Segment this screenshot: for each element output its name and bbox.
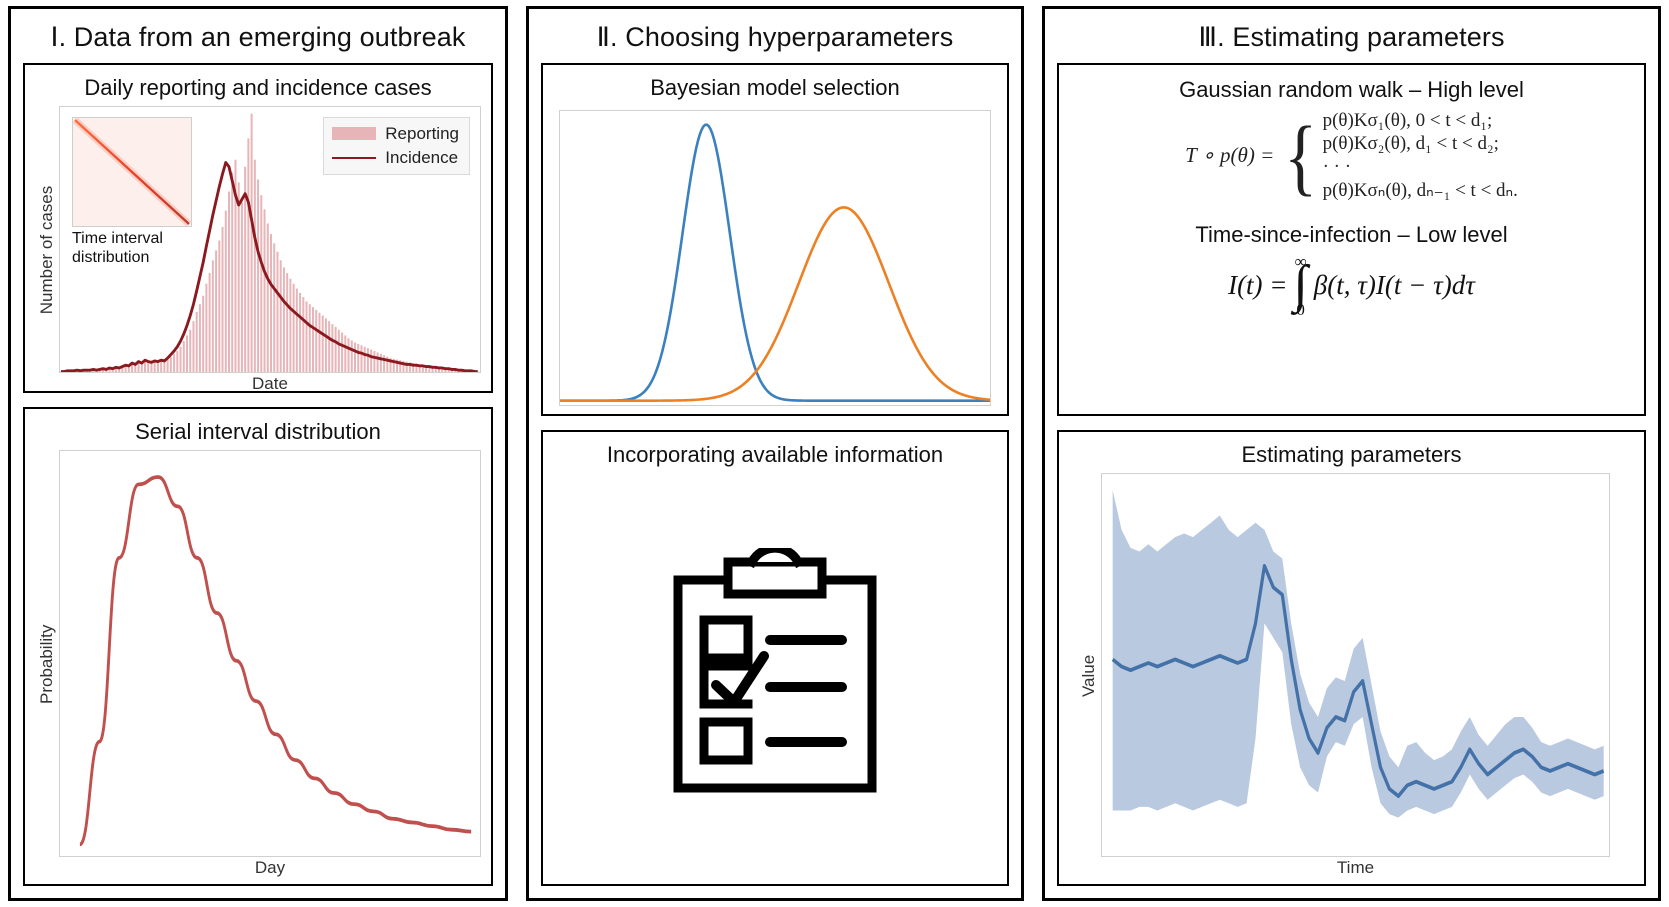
grw-heading: Gaussian random walk – High level — [1179, 76, 1524, 102]
panel-3-body: Gaussian random walk – High level T ∘ p(… — [1045, 62, 1658, 898]
grw-cases: p(θ)Kσ₁(θ), 0 < t < d₁; p(θ)Kσ₂(θ), d₁ <… — [1323, 110, 1518, 202]
serial-interval-svg — [79, 475, 472, 847]
integral-glyph: ∫ — [1293, 256, 1308, 314]
panel-3-title: Ⅲ. Estimating parameters — [1045, 9, 1658, 63]
integral-upper-limit: ∞ — [1294, 252, 1307, 272]
daily-cases-svg — [60, 113, 479, 373]
panel-2-title-text: . Choosing hyperparameters — [610, 22, 954, 52]
legend-label-reporting: Reporting — [385, 123, 459, 143]
daily-cases-plot-col: Time interval distribution Reporting — [59, 105, 481, 394]
tsi-equation: I(t) = ∞ ∫ 0 β(t, τ)I(t − τ)dτ — [1059, 251, 1644, 327]
time-interval-caption-line2: distribution — [72, 248, 150, 266]
serial-interval-plot-frame — [59, 449, 481, 857]
estimating-plot-wrap: Value Time — [1059, 471, 1644, 884]
panel-1-body: Daily reporting and incidence cases Numb… — [11, 62, 505, 898]
bayesian-plot-wrap — [543, 104, 1007, 422]
card-serial-interval-title: Serial interval distribution — [135, 418, 381, 444]
card-bayesian-title: Bayesian model selection — [650, 74, 900, 100]
serial-interval-curve — [79, 475, 472, 847]
panel-3-estimating-parameters: Ⅲ. Estimating parameters Gaussian random… — [1042, 6, 1661, 901]
legend-bar-swatch-icon — [332, 127, 377, 141]
bayesian-plot-frame — [559, 109, 991, 407]
reporting-bars — [60, 113, 479, 373]
tsi-equation-lhs: I(t) = — [1228, 270, 1288, 301]
estimating-plot-col: Time — [1101, 472, 1610, 878]
daily-cases-x-axis-label: Date — [252, 374, 288, 394]
panel-2-body: Bayesian model selection Incorporating a… — [529, 62, 1021, 898]
card-daily-cases-title: Daily reporting and incidence cases — [84, 74, 432, 100]
clipboard-checklist-icon — [673, 548, 877, 793]
card-incorporating-information: Incorporating available information — [541, 429, 1009, 886]
legend-line-swatch-icon — [332, 156, 377, 159]
median-estimate-line — [1111, 563, 1605, 798]
serial-interval-plot-wrap: Probability Day — [25, 448, 491, 884]
grw-equation-lhs: T ∘ p(θ) = — [1185, 143, 1275, 168]
time-interval-heatmap — [72, 116, 192, 227]
card-incorporating-title: Incorporating available information — [606, 441, 944, 467]
panel-2-choosing-hyperparameters: Ⅱ. Choosing hyperparameters Bayesian mod… — [526, 6, 1024, 901]
card-daily-cases: Daily reporting and incidence cases Numb… — [23, 62, 493, 393]
card-bayesian-model-selection: Bayesian model selection — [541, 62, 1009, 416]
grw-equation: T ∘ p(θ) = { p(θ)Kσ₁(θ), 0 < t < d₁; p(θ… — [1059, 106, 1644, 208]
card-estimating-parameters: Estimating parameters Value Time — [1057, 429, 1646, 886]
panel-1-title-text: . Data from an emerging outbreak — [58, 22, 466, 52]
estimating-plot-frame — [1101, 472, 1610, 857]
estimating-y-axis-label: Value — [1079, 654, 1098, 697]
time-interval-caption-line1: Time interval — [72, 229, 163, 247]
bayesian-svg — [560, 123, 990, 402]
daily-cases-plot-wrap: Number of cases — [25, 104, 491, 400]
legend-row-incidence: Incidence — [332, 148, 459, 168]
time-interval-caption: Time interval distribution — [72, 227, 190, 268]
panel-1-title: Ⅰ. Data from an emerging outbreak — [11, 9, 505, 63]
daily-cases-plot-frame: Time interval distribution Reporting — [59, 105, 481, 374]
integral-symbol-icon: ∞ ∫ 0 — [1292, 253, 1310, 317]
card-estimating-title: Estimating parameters — [1241, 441, 1462, 467]
time-interval-heatmap-svg — [73, 117, 191, 226]
panel-3-title-text: . Estimating parameters — [1217, 22, 1505, 52]
credible-interval-band — [1112, 490, 1604, 818]
daily-cases-legend: Reporting Incidence — [323, 116, 470, 175]
clipboard-wrap — [543, 471, 1007, 884]
panel-3-numeral: Ⅲ — [1198, 22, 1218, 52]
panel-1-numeral: Ⅰ — [50, 22, 59, 52]
panel-1-data-from-outbreak: Ⅰ. Data from an emerging outbreak Daily … — [8, 6, 508, 901]
estimating-x-axis-label: Time — [1336, 858, 1375, 877]
integral-lower-limit: 0 — [1296, 299, 1305, 319]
card-model-equations: Gaussian random walk – High level T ∘ p(… — [1057, 62, 1646, 416]
grw-case-ellipsis: · · · — [1322, 155, 1352, 177]
legend-label-incidence: Incidence — [385, 147, 459, 167]
legend-row-reporting: Reporting — [332, 124, 459, 144]
panel-2-numeral: Ⅱ — [596, 22, 611, 52]
estimating-svg — [1111, 490, 1605, 818]
serial-interval-plot-col: Day — [59, 449, 481, 878]
tsi-integrand: β(t, τ)I(t − τ)dτ — [1313, 270, 1475, 301]
tsi-heading: Time-since-infection – Low level — [1195, 221, 1508, 247]
card-serial-interval: Serial interval distribution Probability… — [23, 406, 493, 886]
panel-2-title: Ⅱ. Choosing hyperparameters — [529, 9, 1021, 63]
bayesian-plot-col — [559, 109, 991, 407]
grw-case-n: p(θ)Kσₙ(θ), dₙ₋₁ < t < dₙ. — [1322, 179, 1518, 201]
daily-cases-y-axis-label: Number of cases — [37, 185, 56, 315]
serial-interval-x-axis-label: Day — [254, 858, 286, 877]
model-1-density-curve — [560, 123, 990, 402]
model-2-density-curve — [560, 206, 990, 402]
grw-case-2: p(θ)Kσ₂(θ), d₁ < t < d₂; — [1322, 132, 1499, 154]
incidence-line — [61, 161, 478, 373]
grw-case-1: p(θ)Kσ₁(θ), 0 < t < d₁; — [1322, 109, 1493, 131]
time-interval-inset: Time interval distribution — [72, 116, 192, 268]
serial-interval-y-axis-label: Probability — [37, 624, 56, 704]
grw-left-brace-icon: { — [1284, 107, 1318, 204]
